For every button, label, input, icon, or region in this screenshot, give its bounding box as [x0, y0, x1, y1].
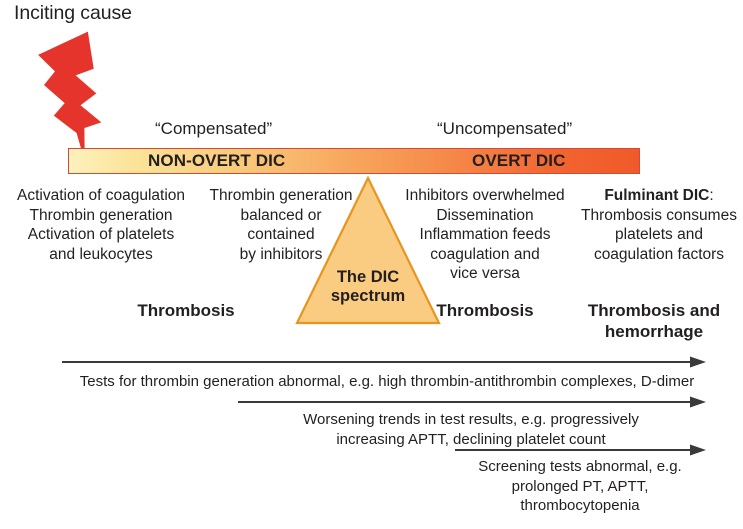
column-fulminant: Fulminant DIC: Thrombosis consumes plate… [575, 186, 743, 264]
arrow-worsening-trends-caption: Worsening trends in test results, e.g. p… [238, 410, 704, 449]
outcome-thrombosis-left: Thrombosis [137, 301, 235, 320]
cap3-line-1: Screening tests abnormal, e.g. [478, 458, 682, 475]
col2-line-1: Thrombin generation [209, 187, 353, 204]
column-non-overt-early: Activation of coagulation Thrombin gener… [8, 186, 194, 264]
col3-line-2: Dissemination [436, 206, 534, 224]
column-non-overt-balanced: Thrombin generation balanced or containe… [196, 186, 366, 264]
column-overt-dissemination: Inhibitors overwhelmed Dissemination Inf… [392, 186, 578, 284]
arrow-worsening-trends-icon [238, 396, 706, 408]
col4-line-2: platelets and [615, 226, 703, 243]
triangle-line-2: spectrum [330, 287, 406, 305]
cap2-line-1: Worsening trends in test results, e.g. p… [303, 411, 639, 428]
col1-line-3: Activation of platelets [27, 226, 175, 243]
cap3-line-3: thrombocytopenia [520, 497, 640, 514]
col2-line-2: balanced or [240, 206, 322, 224]
col1-line-1: Activation of coagulation [16, 187, 186, 204]
triangle-line-1: The DIC [336, 268, 400, 286]
col3-line-3: Inflammation feeds [419, 226, 551, 243]
arrow-screening-tests-icon [455, 444, 706, 456]
col4-heading: Fulminant DIC [604, 187, 710, 204]
col1-line-4: and leukocytes [49, 245, 153, 263]
col3-line-1: Inhibitors overwhelmed [405, 187, 565, 204]
outcome3-line-2: hemorrhage [604, 322, 704, 341]
outcome-thrombosis-middle: Thrombosis [436, 301, 534, 320]
col4-line-3: coagulation factors [593, 245, 725, 263]
outcome3-line-1: Thrombosis and [587, 301, 721, 320]
dic-spectrum-bar [68, 148, 640, 174]
uncompensated-label: “Uncompensated” [437, 119, 573, 138]
col2-line-3: contained [247, 226, 315, 243]
col1-line-2: Thrombin generation [29, 206, 173, 224]
col4-heading-suffix: : [709, 187, 714, 204]
cap3-line-2: prolonged PT, APTT, [511, 477, 649, 495]
dic-spectrum-triangle-label: The DIC spectrum [304, 268, 432, 306]
col2-line-4: by inhibitors [239, 245, 323, 263]
dic-spectrum-triangle [295, 175, 441, 326]
col3-line-4: coagulation and [430, 245, 540, 263]
arrow-screening-tests-caption: Screening tests abnormal, e.g. prolonged… [455, 457, 705, 516]
inciting-cause-label: Inciting cause [14, 2, 132, 24]
lightning-bolt-icon [24, 28, 116, 162]
outcome-thrombosis-hemorrhage: Thrombosis and hemorrhage [565, 300, 743, 342]
arrow-thrombin-generation-tests-caption: Tests for thrombin generation abnormal, … [79, 373, 695, 390]
col3-line-5: vice versa [450, 265, 520, 282]
overt-dic-label: OVERT DIC [472, 151, 566, 170]
cap2-line-2: increasing APTT, declining platelet coun… [336, 430, 606, 448]
arrow-thrombin-generation-tests-icon [62, 356, 706, 368]
non-overt-dic-label: NON-OVERT DIC [148, 151, 286, 170]
col4-line-1: Thrombosis consumes [581, 206, 737, 224]
compensated-label: “Compensated” [155, 119, 273, 138]
